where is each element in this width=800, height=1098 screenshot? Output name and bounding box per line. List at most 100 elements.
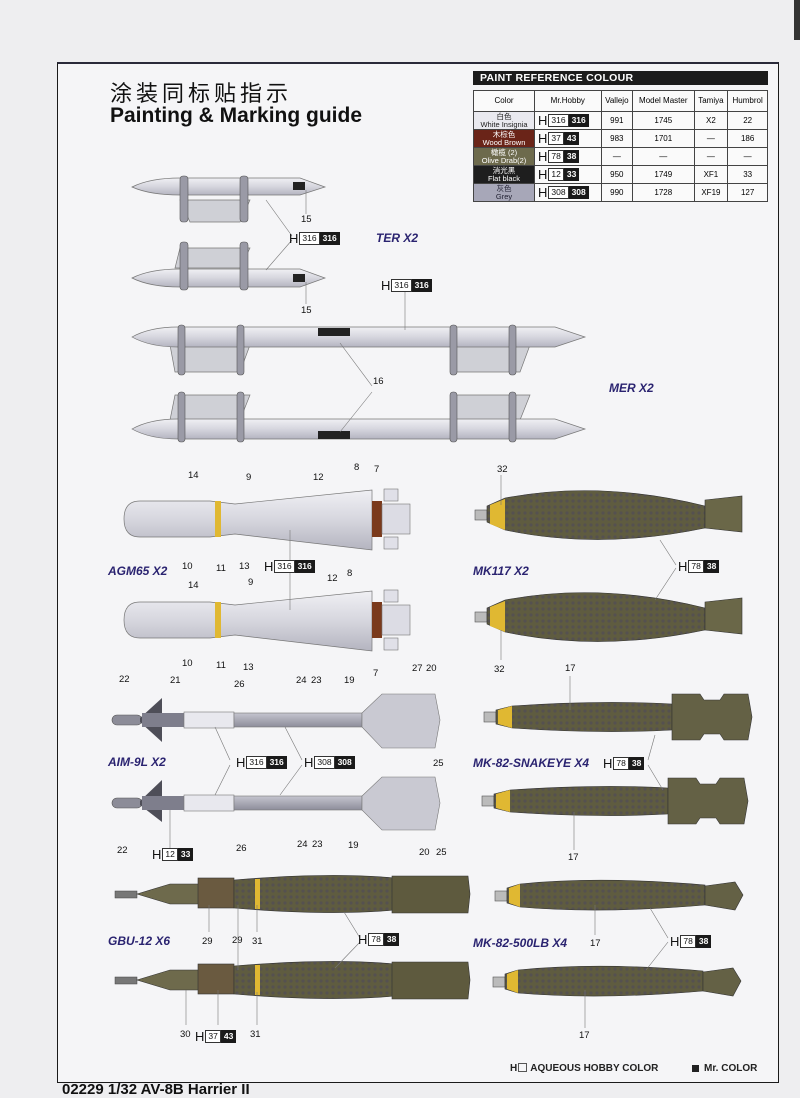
paint-reference-table: PAINT REFERENCE COLOUR Color Mr.Hobby Va… bbox=[473, 71, 768, 202]
callout-number: 17 bbox=[579, 1030, 590, 1041]
mk82-snakeye-bomb-top bbox=[483, 693, 753, 741]
color-name-cn: 消光黑 bbox=[492, 165, 516, 175]
agm65-label: AGM65 X2 bbox=[108, 564, 168, 578]
color-name-cn: 橄榄 (2) bbox=[490, 147, 518, 157]
legend-mr-color: Mr. COLOR bbox=[692, 1063, 757, 1074]
callout-number: 12 bbox=[327, 573, 338, 584]
mer-rack-top bbox=[131, 324, 587, 376]
aim9l-missile-bottom bbox=[111, 776, 441, 831]
callout-number: 23 bbox=[312, 839, 323, 850]
callout-number: 9 bbox=[246, 472, 252, 483]
tamiya-cell: XF19 bbox=[693, 183, 729, 202]
callout-number: 7 bbox=[374, 464, 380, 475]
ter-rack-bottom bbox=[131, 241, 327, 291]
callout-number: 11 bbox=[216, 660, 226, 671]
callout-number: 7 bbox=[373, 668, 379, 679]
color-name-en: Wood Brown bbox=[482, 137, 526, 147]
aim9l-missile-top bbox=[111, 693, 441, 749]
agm65-missile-top bbox=[123, 488, 411, 551]
callout-number: 26 bbox=[236, 843, 247, 854]
mer-label: MER X2 bbox=[609, 381, 654, 395]
aqueous-label: AQUEOUS HOBBY COLOR bbox=[530, 1063, 659, 1074]
model-number-title: 02229 1/32 AV-8B Harrier II bbox=[62, 1081, 250, 1098]
color-name-en: Grey bbox=[495, 191, 513, 201]
callout-number: 22 bbox=[117, 845, 128, 856]
callout-number: 32 bbox=[497, 464, 508, 475]
color-name-en: Flat black bbox=[487, 173, 521, 183]
callout-number: 20 bbox=[419, 847, 430, 858]
callout-number: 8 bbox=[354, 462, 360, 473]
legend-aqueous: H AQUEOUS HOBBY COLOR bbox=[510, 1063, 658, 1074]
callout-number: 13 bbox=[243, 662, 254, 673]
callout-number: 9 bbox=[248, 577, 254, 588]
mr-color-label: Mr. COLOR bbox=[704, 1063, 758, 1074]
callout-number: 13 bbox=[239, 561, 250, 572]
gbu12-bomb-top bbox=[114, 875, 471, 914]
callout-number: 12 bbox=[313, 472, 324, 483]
ter-rack-top bbox=[131, 175, 327, 223]
callout-number: 17 bbox=[565, 663, 576, 674]
callout-number: 25 bbox=[433, 758, 444, 769]
callout-number: 29 bbox=[202, 936, 213, 947]
mk82-500lb-bomb-bottom bbox=[492, 965, 742, 997]
callout-number: 21 bbox=[170, 675, 181, 686]
callout-number: 16 bbox=[373, 376, 384, 387]
callout-number: 20 bbox=[426, 663, 437, 674]
color-name-cn: 白色 bbox=[496, 111, 512, 121]
callout-number: 10 bbox=[182, 658, 193, 669]
callout-number: 10 bbox=[182, 561, 193, 572]
aqueous-prefix: H bbox=[510, 1063, 518, 1074]
mr-color-swatch-icon bbox=[692, 1065, 699, 1072]
color-name-cell: 橄榄 (2)Olive Drab(2) bbox=[473, 147, 535, 166]
mk82-500lb-bomb-top bbox=[494, 879, 744, 911]
mk82-500lb-label: MK-82-500LB X4 bbox=[473, 936, 568, 950]
color-name-cn: 木棕色 bbox=[492, 129, 516, 139]
gbu12-label: GBU-12 X6 bbox=[108, 934, 171, 948]
agm65-missile-bottom bbox=[123, 589, 411, 652]
paint-reference-title: PAINT REFERENCE COLOUR bbox=[473, 71, 768, 85]
color-name-en: Olive Drab(2) bbox=[481, 155, 527, 165]
mer-rack-bottom bbox=[131, 391, 587, 443]
callout-number: 15 bbox=[301, 214, 312, 225]
gbu12-bomb-bottom bbox=[114, 961, 471, 1000]
callout-number: 32 bbox=[494, 664, 505, 675]
aqueous-swatch-icon bbox=[518, 1063, 528, 1072]
page-edge-mark bbox=[794, 0, 800, 40]
mk117-bomb-bottom bbox=[474, 592, 743, 642]
callout-number: 19 bbox=[344, 675, 355, 686]
mk117-label: MK117 X2 bbox=[473, 564, 529, 578]
callout-number: 19 bbox=[348, 840, 359, 851]
mk82-snakeye-bomb-bottom bbox=[481, 777, 749, 825]
callout-number: 17 bbox=[590, 938, 601, 949]
callout-number: 22 bbox=[119, 674, 130, 685]
color-name-en: White Insignia bbox=[480, 119, 528, 129]
callout-number: 24 bbox=[297, 839, 308, 850]
callout-number: 23 bbox=[311, 675, 322, 686]
callout-number: 25 bbox=[436, 847, 447, 858]
callout-number: 27 bbox=[412, 663, 423, 674]
col-tamiya: Tamiya bbox=[693, 90, 729, 112]
table-header-row: Color Mr.Hobby Vallejo Model Master Tami… bbox=[473, 90, 768, 112]
ter-label: TER X2 bbox=[376, 231, 419, 245]
vallejo-cell: 990 bbox=[600, 183, 634, 202]
